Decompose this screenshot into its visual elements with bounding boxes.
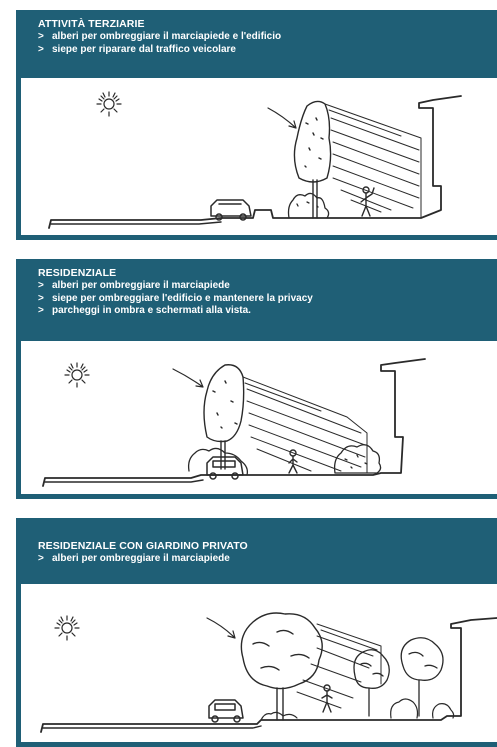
tree-icon: [400, 637, 444, 717]
tree-icon: [293, 100, 332, 219]
hedge-icon: [187, 447, 249, 476]
panel-header: RESIDENZIALE CON GIARDINO PRIVATO > alber…: [16, 518, 497, 566]
street-section-sketch: [40, 612, 497, 733]
sketch-section: [21, 341, 497, 494]
bullet-text: siepe per ombreggiare l'edificio e mante…: [52, 292, 313, 304]
panel-header: ATTIVITÀ TERZIARIE > alberi per ombreggia…: [16, 10, 497, 56]
bullet-item: > alberi per ombreggiare il marciapiede: [38, 280, 497, 293]
panel-header: RESIDENZIALE > alberi per ombreggiare il …: [16, 259, 497, 318]
bush-icon: [390, 698, 455, 719]
panel-title: RESIDENZIALE CON GIARDINO PRIVATO: [38, 540, 248, 552]
sun-icon: [64, 362, 90, 388]
street-section-sketch: [42, 358, 426, 487]
tree-icon: [353, 649, 390, 717]
panel-title: ATTIVITÀ TERZIARIE: [38, 18, 145, 30]
tree-icon: [240, 612, 323, 721]
street-section-sketch: [48, 91, 462, 229]
bullet-marker: >: [38, 280, 44, 291]
panel-residenziale: RESIDENZIALE > alberi per ombreggiare il …: [16, 259, 497, 499]
tree-icon: [203, 364, 245, 470]
person-icon: [321, 684, 333, 713]
bullet-marker: >: [38, 31, 44, 42]
building-hatch: [296, 623, 382, 709]
arrow-icon: [206, 617, 236, 639]
ground-line: [48, 95, 462, 229]
bullet-text: alberi per ombreggiare il marciapiede: [52, 553, 230, 564]
car-icon: [208, 699, 244, 723]
bullet-text: parcheggi in ombra e schermati alla vist…: [52, 305, 251, 316]
panel-title: RESIDENZIALE: [38, 267, 117, 279]
bullet-marker: >: [38, 292, 44, 304]
hedge-icon: [260, 711, 298, 721]
panel-attivita-terziarie: ATTIVITÀ TERZIARIE > alberi per ombreggia…: [16, 10, 497, 240]
panel-residenziale-giardino: RESIDENZIALE CON GIARDINO PRIVATO > alber…: [16, 518, 497, 747]
ground-line: [42, 358, 426, 487]
hedge-icon: [287, 192, 330, 219]
bush-icon: [333, 444, 382, 474]
sun-icon: [54, 615, 80, 641]
bullet-marker: >: [38, 305, 44, 316]
bullet-item: > siepe per riparare dal traffico veicola…: [38, 44, 497, 57]
bullet-text: siepe per riparare dal traffico veicolar…: [52, 43, 236, 55]
person-icon: [288, 449, 298, 474]
bullet-text: alberi per ombreggiare il marciapiede: [52, 280, 230, 291]
building-hatch: [324, 103, 422, 219]
bullet-marker: >: [38, 43, 44, 55]
bullet-item: > parcheggi in ombra e schermati alla vis…: [38, 305, 497, 318]
sketch-section: [21, 78, 497, 235]
car-icon: [206, 456, 244, 480]
sun-icon: [96, 91, 122, 117]
car-icon: [210, 199, 252, 221]
ground-line: [40, 617, 497, 733]
bullet-text: alberi per ombreggiare il marciapiede e …: [52, 31, 282, 42]
bullet-marker: >: [38, 553, 44, 564]
arrow-icon: [172, 368, 204, 388]
person-icon: [360, 186, 375, 217]
arrow-icon: [267, 107, 297, 129]
sketch-section: [21, 584, 497, 742]
bullet-item: > alberi per ombreggiare il marciapiede e…: [38, 31, 497, 44]
bullet-item: > siepe per ombreggiare l'edificio e mant…: [38, 293, 497, 306]
building-hatch: [242, 376, 368, 474]
bullet-item: > alberi per ombreggiare il marciapiede: [38, 553, 497, 566]
